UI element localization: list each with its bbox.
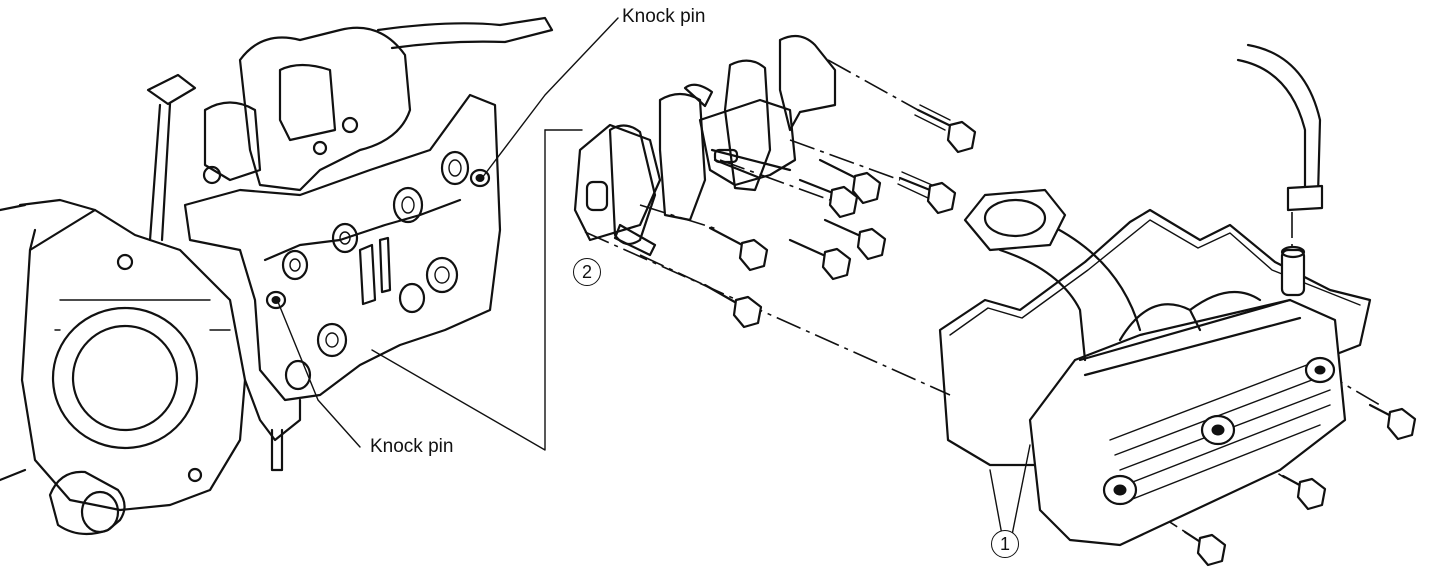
callout-part-1: 1 — [991, 530, 1019, 558]
bolt — [1368, 403, 1417, 441]
rocker-cover — [938, 188, 1372, 547]
engine-block — [0, 16, 554, 536]
knock-pin-label-bottom: Knock pin — [370, 436, 454, 457]
callout-part-2: 2 — [573, 258, 601, 286]
pcv-hose — [1236, 43, 1324, 212]
leader-lines — [277, 17, 1031, 536]
bolt — [703, 283, 763, 329]
bolt — [788, 238, 852, 281]
bolt — [1281, 474, 1327, 511]
bolt — [897, 171, 957, 215]
knock-pin-label-top: Knock pin — [622, 6, 706, 27]
bolt — [823, 218, 887, 261]
bolt — [914, 104, 977, 154]
bolt — [708, 226, 769, 272]
bolt — [798, 178, 859, 219]
camshaft-bracket-assembly — [573, 34, 837, 257]
bolt — [1183, 530, 1227, 567]
bolt — [818, 158, 882, 205]
bolts — [703, 104, 1417, 567]
